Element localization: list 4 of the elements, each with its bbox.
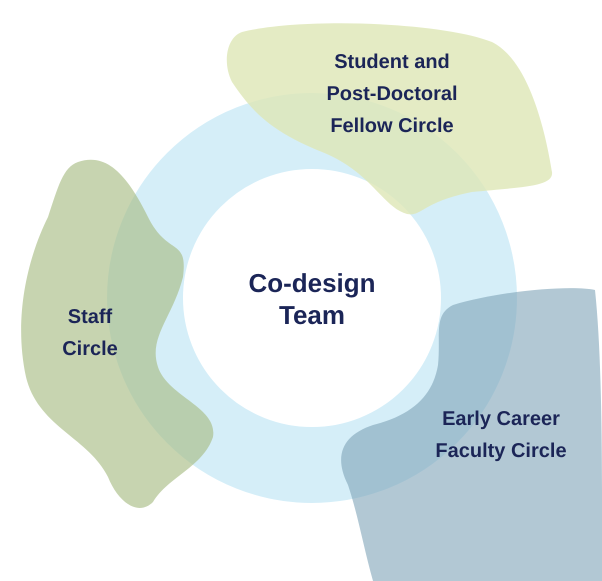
- circle-label: Student and Post-Doctoral Fellow Circle: [325, 50, 459, 139]
- circle-label: Staff Circle: [61, 305, 119, 362]
- circle-label: Early Career Faculty Circle: [434, 407, 568, 464]
- center-label: Co-design Team: [247, 267, 377, 331]
